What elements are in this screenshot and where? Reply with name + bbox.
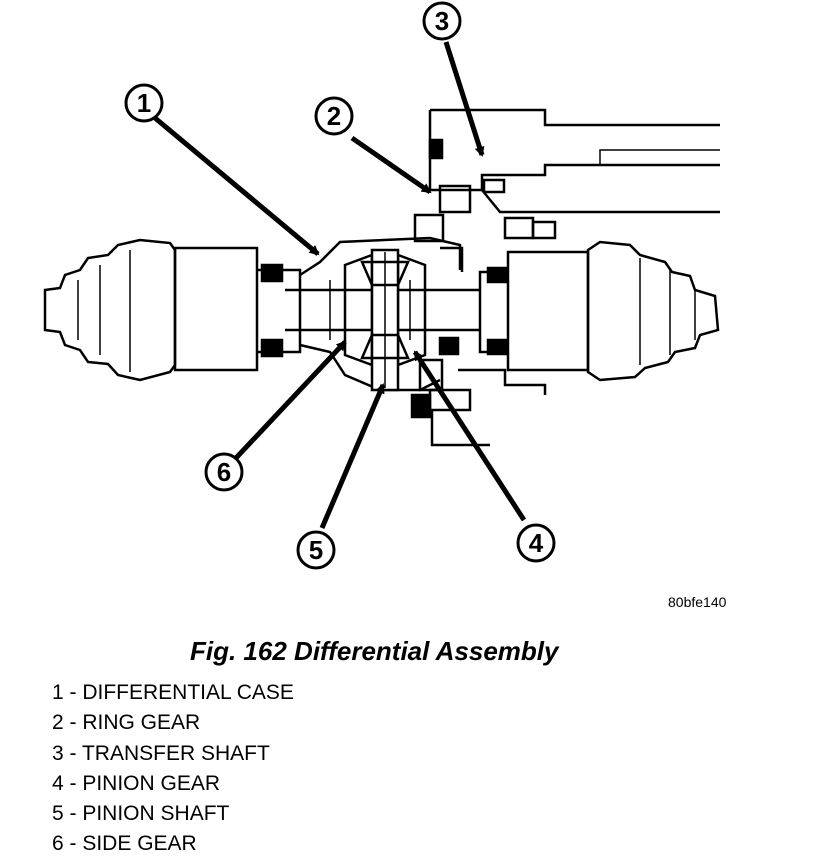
arrow-3: [443, 41, 485, 157]
legend-item: 6 - SIDE GEAR: [52, 832, 197, 856]
callout-3-label: 3: [435, 6, 449, 36]
transfer-shaft-housing: [410, 108, 720, 447]
callout-2-label: 2: [327, 101, 341, 131]
callout-1: 1: [124, 83, 164, 123]
figure-code: 80bfe140: [668, 594, 727, 610]
callout-circles: 1 2 3 4 5 6: [124, 1, 556, 570]
callout-4: 4: [516, 523, 556, 563]
differential-assembly-diagram: 1 2 3 4 5 6: [43, 1, 720, 570]
callout-1-label: 1: [137, 88, 151, 118]
left-axle-boot: [43, 238, 302, 382]
arrow-6: [234, 340, 347, 460]
legend-item: 4 - PINION GEAR: [52, 771, 221, 795]
legend-item: 1 - DIFFERENTIAL CASE: [52, 681, 294, 704]
callout-4-label: 4: [529, 528, 544, 558]
figure-caption: Fig. 162 Differential Assembly: [190, 636, 559, 666]
leader-arrows: [153, 41, 527, 529]
callout-5: 5: [296, 530, 336, 570]
arrow-4: [412, 350, 527, 522]
right-axle-boot: [478, 240, 720, 382]
callout-6-label: 6: [217, 457, 231, 487]
legend-item: 5 - PINION SHAFT: [52, 802, 230, 826]
callout-6: 6: [204, 452, 244, 492]
arrow-2: [350, 135, 432, 195]
callout-3: 3: [422, 1, 462, 41]
parts-legend: 1 - DIFFERENTIAL CASE 2 - RING GEAR 3 - …: [52, 680, 294, 862]
callout-5-label: 5: [309, 535, 323, 565]
callout-2: 2: [314, 96, 354, 136]
arrow-5: [319, 383, 386, 529]
differential-case-body: [285, 213, 480, 392]
legend-item: 2 - RING GEAR: [52, 711, 201, 735]
arrow-1: [153, 116, 320, 256]
legend-item: 3 - TRANSFER SHAFT: [52, 741, 270, 765]
